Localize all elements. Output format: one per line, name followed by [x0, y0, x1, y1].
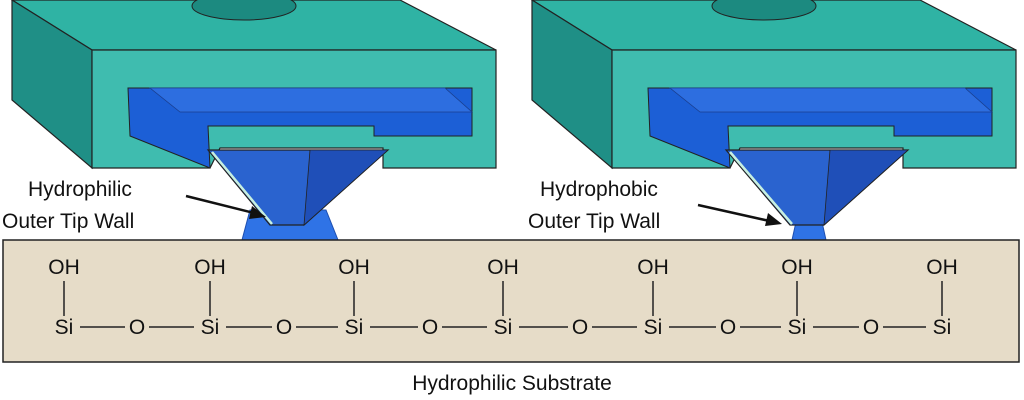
hydroxyl-group-label: OH: [194, 256, 226, 279]
hydroxyl-group-label: OH: [781, 256, 813, 279]
oxygen-atom-label: O: [422, 316, 438, 339]
oxygen-atom-label: O: [276, 316, 292, 339]
silicon-atom-label: Si: [55, 316, 74, 339]
silicon-atom-label: Si: [494, 316, 513, 339]
right-callout-line2: Outer Tip Wall: [528, 210, 660, 233]
hydroxyl-group-label: OH: [926, 256, 958, 279]
hydroxyl-group-label: OH: [487, 256, 519, 279]
silicon-atom-label: Si: [644, 316, 663, 339]
right-callout-line1: Hydrophobic: [540, 178, 658, 201]
left-housing-hole: [191, 0, 297, 21]
oxygen-atom-label: O: [863, 316, 879, 339]
silicon-atom-label: Si: [788, 316, 807, 339]
left-tip-assembly: [10, 0, 497, 241]
left-callout-line2: Outer Tip Wall: [2, 210, 134, 233]
left-outer-wall-edge: [211, 151, 273, 225]
hydroxyl-group-label: OH: [637, 256, 669, 279]
substrate-label: Hydrophilic Substrate: [412, 372, 612, 395]
right-callout-arrowhead: [765, 213, 782, 226]
right-tip-shade: [823, 149, 910, 226]
left-callout-arrowhead: [249, 206, 266, 219]
oxygen-atom-label: O: [129, 316, 145, 339]
left-cavity-shelf: [148, 87, 474, 113]
right-callout-arrow: [697, 203, 775, 224]
silicon-atom-label: Si: [345, 316, 364, 339]
silicon-atom-label: Si: [201, 316, 220, 339]
oxygen-atom-label: O: [720, 316, 736, 339]
right-housing-hole: [711, 0, 817, 21]
silanol-chain: OH Si O OH Si O OH Si O OH Si O OH Si O OH Si O OH Si: [48, 256, 958, 339]
hydroxyl-group-label: OH: [338, 256, 370, 279]
right-cavity-shelf: [668, 87, 994, 113]
left-callout-arrow: [185, 194, 259, 216]
right-tip-assembly: [530, 0, 1017, 241]
left-callout: Hydrophilic Outer Tip Wall: [2, 178, 266, 233]
silicon-atom-label: Si: [933, 316, 952, 339]
hydroxyl-group-label: OH: [48, 256, 80, 279]
right-callout: Hydrophobic Outer Tip Wall: [528, 178, 782, 233]
left-tip-shade: [303, 149, 390, 226]
left-callout-line1: Hydrophilic: [28, 178, 132, 201]
substrate-block: [2, 239, 1020, 363]
right-outer-wall-edge: [729, 151, 793, 225]
oxygen-atom-label: O: [572, 316, 588, 339]
